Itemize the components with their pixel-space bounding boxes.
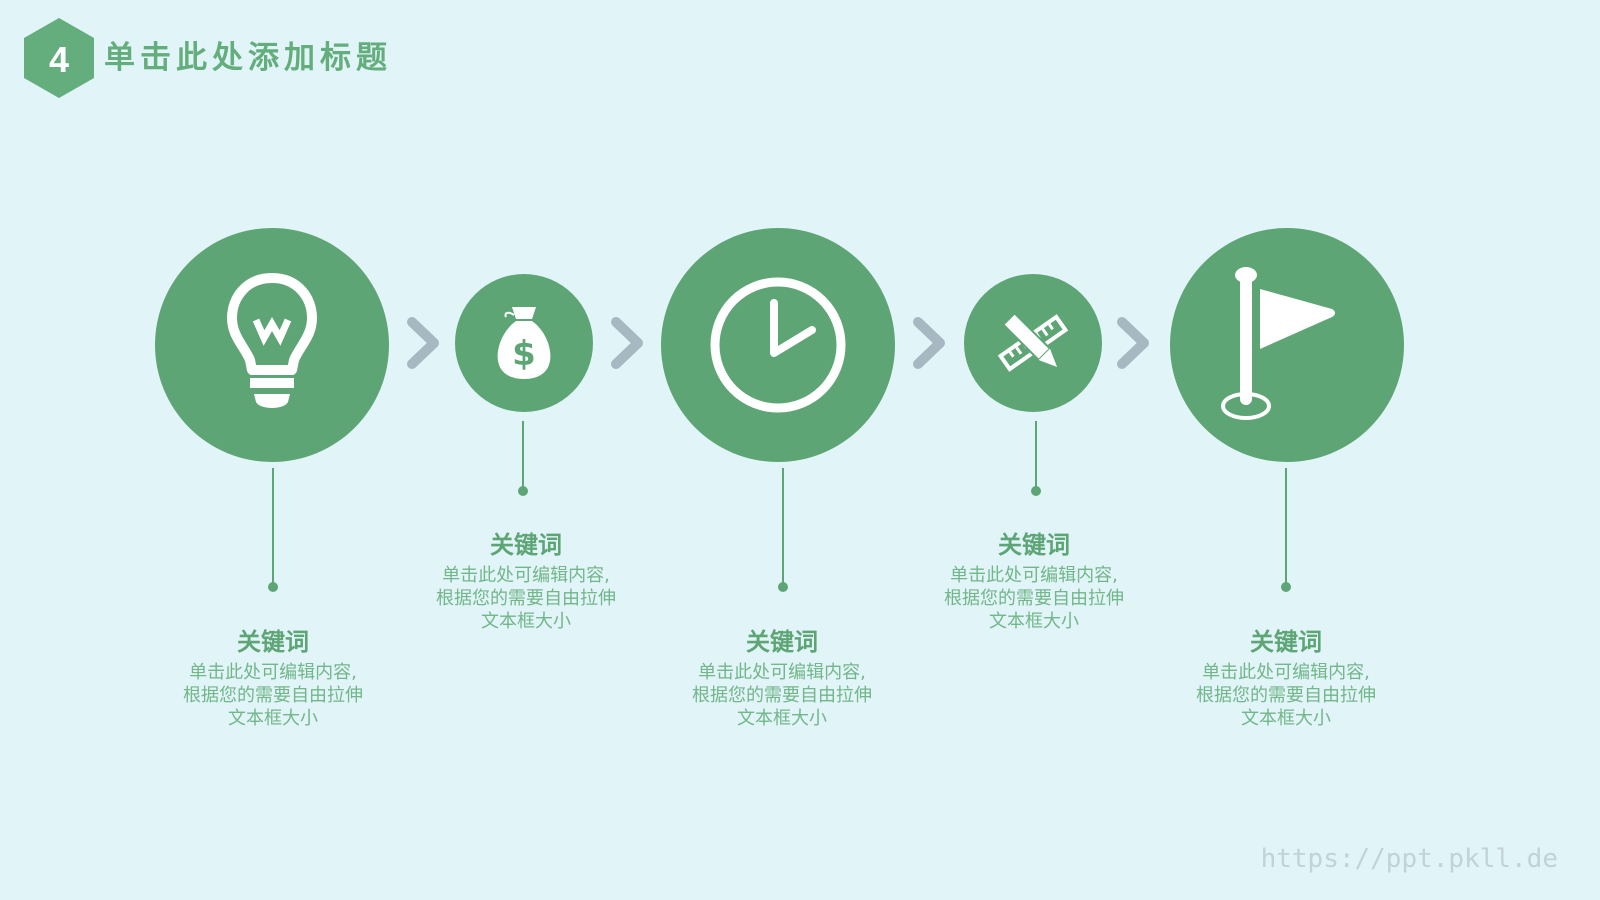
step-4-circle [964, 274, 1102, 412]
connector-dot [518, 486, 528, 496]
connector-line [782, 468, 784, 584]
flag-icon [1221, 267, 1335, 420]
connector-dot [778, 582, 788, 592]
step-keyword: 关键词 [998, 531, 1070, 559]
connector-line [272, 468, 274, 584]
step-2-label[interactable]: 关键词 单击此处可编辑内容, 根据您的需要自由拉伸 文本框大小 [396, 530, 656, 633]
step-5-label[interactable]: 关键词 单击此处可编辑内容, 根据您的需要自由拉伸 文本框大小 [1156, 627, 1416, 730]
step-4-label[interactable]: 关键词 单击此处可编辑内容, 根据您的需要自由拉伸 文本框大小 [904, 530, 1164, 633]
step-description: 单击此处可编辑内容, 根据您的需要自由拉伸 文本框大小 [692, 662, 872, 729]
chevron-right-icon [611, 317, 643, 369]
page-title[interactable]: 单击此处添加标题 [104, 40, 392, 76]
connector-dot [1281, 582, 1291, 592]
step-3-label[interactable]: 关键词 单击此处可编辑内容, 根据您的需要自由拉伸 文本框大小 [652, 627, 912, 730]
connector-line [522, 421, 524, 487]
step-1-label[interactable]: 关键词 单击此处可编辑内容, 根据您的需要自由拉伸 文本框大小 [143, 627, 403, 730]
clock-icon [710, 277, 846, 413]
chevron-right-icon [913, 317, 945, 369]
step-description: 单击此处可编辑内容, 根据您的需要自由拉伸 文本框大小 [436, 565, 616, 632]
chevron-right-icon [407, 317, 439, 369]
connector-line [1035, 421, 1037, 487]
step-keyword: 关键词 [746, 628, 818, 656]
money-bag-icon: $ [497, 307, 551, 379]
step-5-circle [1170, 228, 1404, 462]
chevron-right-icon [1117, 317, 1149, 369]
step-keyword: 关键词 [237, 628, 309, 656]
step-keyword: 关键词 [1250, 628, 1322, 656]
step-2-circle: $ [455, 274, 593, 412]
connector-dot [1031, 486, 1041, 496]
lightbulb-icon [227, 273, 317, 408]
step-description: 单击此处可编辑内容, 根据您的需要自由拉伸 文本框大小 [1196, 662, 1376, 729]
section-number-hexagon: 4 [24, 18, 94, 98]
section-number: 4 [48, 39, 70, 80]
step-3-circle [661, 228, 895, 462]
svg-text:$: $ [512, 334, 536, 374]
step-description: 单击此处可编辑内容, 根据您的需要自由拉伸 文本框大小 [944, 565, 1124, 632]
step-keyword: 关键词 [490, 531, 562, 559]
step-1-circle [155, 228, 389, 462]
connector-dot [268, 582, 278, 592]
step-description: 单击此处可编辑内容, 根据您的需要自由拉伸 文本框大小 [183, 662, 363, 729]
watermark-url: https://ppt.pkll.de [1260, 844, 1558, 874]
connector-line [1285, 468, 1287, 584]
ruler-pencil-icon [997, 311, 1069, 372]
